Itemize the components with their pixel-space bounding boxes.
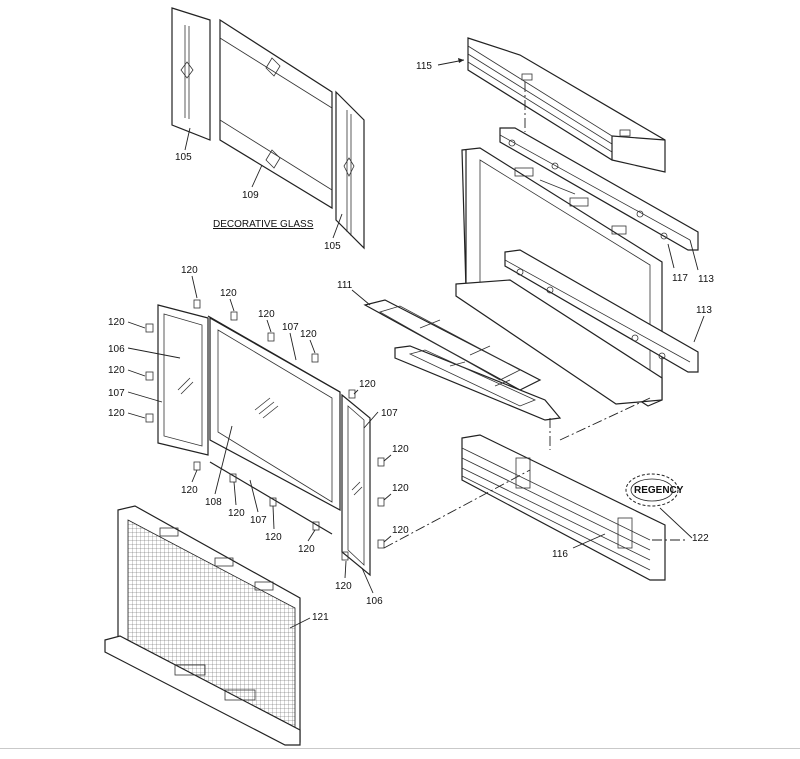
part-label-107-b: 107 [282,322,299,333]
clip-parts [145,299,385,561]
clip-label-6: 120 [108,365,125,376]
regency-badge-text: REGENCY [634,485,684,496]
part-label-122: 122 [692,533,709,544]
clip-label-14: 120 [392,483,409,494]
clip-label-4: 120 [300,329,317,340]
clip-label-13: 120 [392,444,409,455]
door-right-glass [341,393,371,577]
clip-label-3: 120 [258,309,275,320]
decorative-glass-left-panel [171,7,211,141]
part-label-113-a: 113 [698,274,714,285]
part-label-107-d: 107 [250,515,267,526]
clip-label-12: 120 [359,379,376,390]
clip-label-1: 120 [181,265,198,276]
bottom-divider [0,748,800,749]
part-label-115: 115 [416,61,432,72]
part-label-111: 111 [337,280,353,291]
door-left-glass [157,304,209,456]
clip-label-15: 120 [392,525,409,536]
clip-label-7: 120 [108,408,125,419]
part-label-106-a: 106 [108,344,125,355]
regency-badge: REGENCY [625,473,684,507]
decorative-glass-center-panel [219,18,333,210]
upper-rail [499,127,699,251]
part-label-116: 116 [552,549,568,560]
decorative-glass-right-panel [335,90,365,250]
part-label-113-b: 113 [696,305,712,316]
part-label-109: 109 [242,190,259,201]
clip-label-11: 120 [298,544,315,555]
part-label-107-a: 107 [108,388,125,399]
clip-label-9: 120 [228,508,245,519]
door-center-glass [209,316,341,512]
part-label-108: 108 [205,497,222,508]
log-grate-lower [394,345,562,421]
lower-rail [504,249,699,373]
top-hood-assembly [467,37,666,173]
part-label-105-a: 105 [175,152,192,163]
clip-label-5: 120 [108,317,125,328]
mesh-screen [104,505,301,746]
bottom-louver [461,434,666,581]
decorative-glass-caption: DECORATIVE GLASS [213,219,314,230]
clip-label-8: 120 [181,485,198,496]
clip-label-10: 120 [265,532,282,543]
part-label-105-b: 105 [324,241,341,252]
part-label-117: 117 [672,273,688,284]
clip-label-16: 120 [335,581,352,592]
part-label-121: 121 [312,612,329,623]
part-label-107-c: 107 [381,408,398,419]
part-label-106-b: 106 [366,596,383,607]
clip-label-2: 120 [220,288,237,299]
log-grate-upper [363,299,542,391]
